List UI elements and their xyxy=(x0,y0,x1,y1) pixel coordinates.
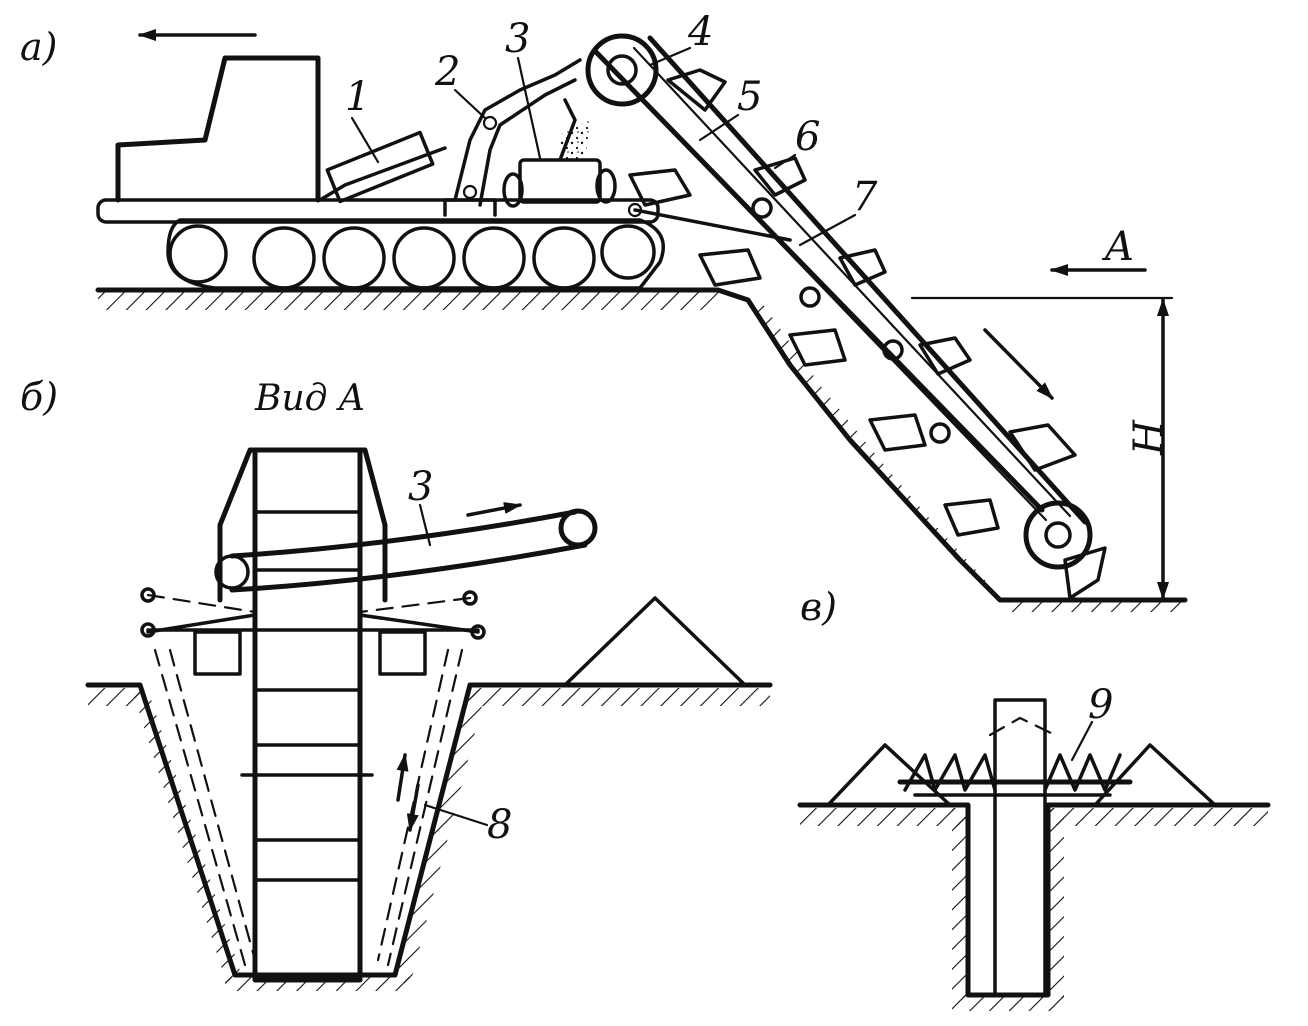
label-8: 8 xyxy=(487,802,512,848)
view-arrow-label: A xyxy=(1101,224,1134,270)
up-arrow xyxy=(396,753,409,802)
ground-profile xyxy=(95,287,1188,612)
screw-spreader xyxy=(897,753,1133,797)
side-view: а) 1 2 3 4 5 6 7 A H xyxy=(20,9,1188,612)
label-9: 9 xyxy=(1088,682,1113,728)
section-label-v: в) xyxy=(800,585,837,629)
down-arrow xyxy=(406,783,420,832)
spreader-view: в) 9 xyxy=(797,585,1271,1011)
label-3b: 3 xyxy=(408,464,433,510)
chain-motion-arrow xyxy=(983,328,1054,400)
bucket-frame xyxy=(140,447,486,983)
depth-dimension xyxy=(910,296,1174,600)
label-2: 2 xyxy=(434,49,460,95)
crawler-track xyxy=(166,218,665,290)
label-5: 5 xyxy=(737,74,762,120)
section-label-b: б) xyxy=(20,375,58,419)
spreader-ground xyxy=(797,698,1271,1011)
side-conveyor xyxy=(229,502,598,593)
label-4: 4 xyxy=(687,9,713,55)
spoil-heap xyxy=(563,596,747,687)
view-caption: Вид A xyxy=(254,378,365,419)
bucket-chain-boom xyxy=(585,33,1107,600)
section-label-a: а) xyxy=(20,25,57,69)
label-3: 3 xyxy=(505,16,530,62)
label-1: 1 xyxy=(345,74,370,120)
tractor-body xyxy=(96,55,792,242)
label-7: 7 xyxy=(852,174,878,220)
label-6: 6 xyxy=(795,114,820,160)
depth-label: H xyxy=(1126,419,1172,456)
front-view: б) Вид A xyxy=(20,375,773,991)
trench-section xyxy=(85,648,773,991)
